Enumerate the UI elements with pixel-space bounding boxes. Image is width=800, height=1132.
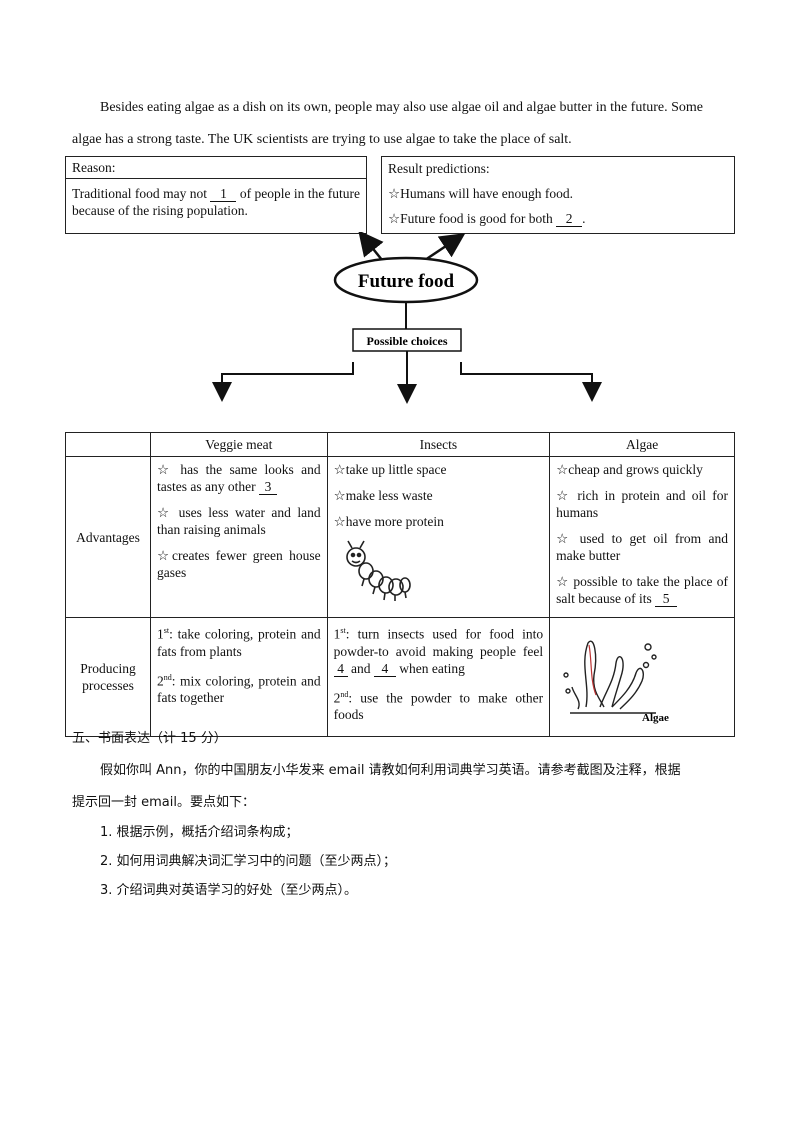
veggie-proc-1: 1st: take coloring, protein and fats fro… xyxy=(157,622,321,660)
writing-point-3: 3. 介绍词典对英语学习的好处（至少两点）。 xyxy=(100,883,358,898)
reason-text: Traditional food may not 1 of people in … xyxy=(66,179,366,225)
result-item-1: ☆Humans will have enough food. xyxy=(388,186,573,201)
insects-proc-1-text: : turn insects used for food into powder… xyxy=(333,626,544,659)
result-item-2: ☆Future food is good for both 2. xyxy=(388,210,728,227)
veggie-processes: 1st: take coloring, protein and fats fro… xyxy=(149,617,328,737)
table-row-processes: Producing processes 1st: take coloring, … xyxy=(65,617,735,737)
writing-point-1: 1. 根据示例，概括介绍词条构成； xyxy=(100,825,299,840)
caterpillar-illustration xyxy=(345,540,411,601)
header-veggie-meat: Veggie meat xyxy=(149,432,328,457)
header-blank xyxy=(65,432,151,457)
insects-proc-2: 2nd: use the powder to make other foods xyxy=(334,686,544,724)
future-food-diagram: Future food Possible choices xyxy=(212,232,602,404)
insects-adv-3: ☆have more protein xyxy=(333,514,444,529)
reason-box: Reason: Traditional food may not 1 of pe… xyxy=(65,156,367,234)
writing-prompt-line-2: 提示回一封 email。要点如下： xyxy=(72,795,255,810)
table-header-row: Veggie meat Insects Algae xyxy=(65,432,735,457)
algae-advantages: ☆cheap and grows quickly ☆ rich in prote… xyxy=(549,456,735,618)
veggie-proc-2: 2nd: mix coloring, protein and fats toge… xyxy=(157,669,321,707)
insects-advantages: ☆take up little space ☆make less waste ☆… xyxy=(326,456,551,618)
algae-illustration: Algae xyxy=(563,640,669,724)
result-header: Result predictions: xyxy=(388,161,490,176)
algae-adv-3: ☆ used to get oil from and make butter xyxy=(556,531,728,563)
future-food-label: Future food xyxy=(358,271,455,292)
veggie-advantages: ☆ has the same looks and tastes as any o… xyxy=(149,456,328,618)
blank-4b: 4 xyxy=(373,661,396,677)
insects-proc-2-sup: nd xyxy=(340,689,349,699)
intro-line-1: Besides eating algae as a dish on its ow… xyxy=(100,100,703,115)
algae-adv-4: ☆ possible to take the place of salt bec… xyxy=(556,573,728,607)
veggie-proc-2-sup: nd xyxy=(163,672,172,682)
header-insects: Insects xyxy=(326,432,551,457)
row-label-processes: Producing processes xyxy=(65,617,151,737)
blank-3: 3 xyxy=(258,480,277,495)
insects-processes: 1st: turn insects used for food into pow… xyxy=(326,617,551,737)
result-item-2-end: . xyxy=(582,211,586,226)
result-box: Result predictions: ☆Humans will have en… xyxy=(381,156,735,234)
arrow-to-reason xyxy=(358,232,384,261)
section-title: 五、书面表达（计 15 分） xyxy=(72,731,227,746)
intro-line-2: algae has a strong taste. The UK scienti… xyxy=(72,132,572,147)
insects-proc-1-and: and xyxy=(347,660,374,676)
result-item-2-text: ☆Future food is good for both xyxy=(388,211,557,226)
veggie-adv-2: ☆ uses less water and land than raising … xyxy=(156,505,321,537)
row-label-advantages: Advantages xyxy=(65,456,151,618)
blank-2: 2 xyxy=(556,212,583,227)
insects-adv-1: ☆take up little space xyxy=(333,462,447,477)
writing-prompt-line-1: 假如你叫 Ann，你的中国朋友小华发来 email 请教如何利用词典学习英语。请… xyxy=(100,763,681,778)
algae-adv-4-text: ☆ possible to take the place of salt bec… xyxy=(556,574,728,606)
insects-proc-1: 1st: turn insects used for food into pow… xyxy=(333,622,544,677)
algae-adv-2: ☆ rich in protein and oil for humans xyxy=(556,488,728,520)
insects-proc-2-num: 2 xyxy=(333,690,341,705)
veggie-adv-1-text: ☆ has the same looks and tastes as any o… xyxy=(156,462,321,494)
insects-proc-2-text: : use the powder to make other foods xyxy=(333,690,544,722)
blank-1: 1 xyxy=(210,187,237,202)
algae-processes: Algae xyxy=(549,617,735,737)
header-algae: Algae xyxy=(549,432,735,457)
insects-proc-1-num: 1 xyxy=(333,626,341,642)
future-food-table: Veggie meat Insects Algae Advantages ☆ h… xyxy=(65,432,735,737)
veggie-adv-1: ☆ has the same looks and tastes as any o… xyxy=(157,461,321,495)
veggie-proc-2-num: 2 xyxy=(156,673,164,688)
algae-adv-1: ☆cheap and grows quickly xyxy=(556,462,703,477)
reason-text-a: Traditional food may not xyxy=(72,186,211,201)
veggie-proc-1-sup: st xyxy=(163,626,170,635)
veggie-proc-2-text: : mix coloring, protein and fats togethe… xyxy=(156,673,321,705)
insects-adv-2: ☆make less waste xyxy=(333,488,433,503)
writing-point-2: 2. 如何用词典解决词汇学习中的问题（至少两点）； xyxy=(100,854,397,869)
branch-algae xyxy=(460,362,602,402)
reason-text-b: of people in the future because of the r… xyxy=(72,186,360,218)
insects-proc-1-end: when eating xyxy=(395,660,465,676)
blank-5: 5 xyxy=(655,592,678,607)
veggie-proc-1-text: : take coloring, protein and fats from p… xyxy=(156,626,321,659)
algae-image-label: Algae xyxy=(642,712,669,724)
insects-proc-1-sup: st xyxy=(340,626,346,635)
veggie-adv-3: ☆creates fewer green house gases xyxy=(156,548,321,580)
veggie-proc-1-num: 1 xyxy=(156,626,164,642)
choices-label: Possible choices xyxy=(367,334,448,348)
table-row-advantages: Advantages ☆ has the same looks and tast… xyxy=(65,456,735,618)
blank-4a: 4 xyxy=(333,661,348,677)
arrow-to-result xyxy=(424,233,466,262)
reason-header: Reason: xyxy=(66,157,366,179)
branch-veggie xyxy=(212,362,354,402)
